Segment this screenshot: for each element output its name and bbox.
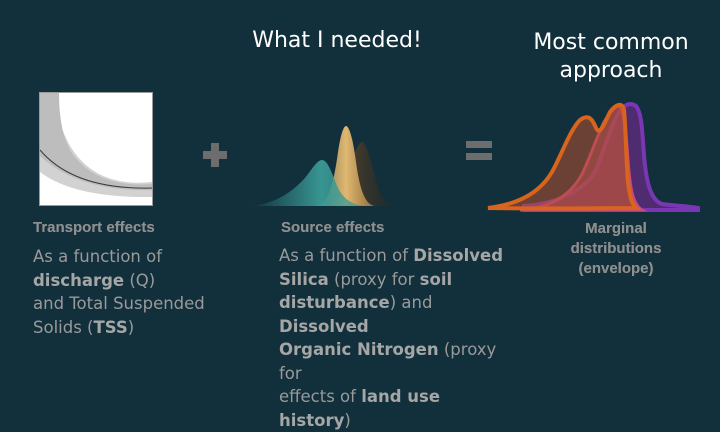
desc-text: ) and <box>389 293 433 312</box>
desc-term: disturbance <box>279 293 390 312</box>
marginal-distributions-heading: Marginal distributions (envelope) <box>553 219 679 279</box>
heading-line: (envelope) <box>578 260 654 277</box>
desc-text: As a function of <box>279 246 414 265</box>
source-effects-heading: Source effects <box>281 219 385 236</box>
desc-text: (proxy for <box>279 340 497 383</box>
plus-operator <box>203 143 227 167</box>
heading-line: distributions <box>570 240 662 257</box>
heading-line: Marginal <box>585 220 647 237</box>
desc-term-discharge: discharge <box>33 270 125 290</box>
desc-term: Dissolved <box>413 246 504 265</box>
desc-text: ) <box>127 317 135 337</box>
desc-text: As a function of <box>33 247 163 266</box>
desc-text: effects of <box>279 387 362 406</box>
desc-text: and Total Suspended <box>33 294 205 313</box>
marginal-distributions-plot <box>487 102 700 212</box>
transport-effects-description: As a function of discharge (Q) and Total… <box>33 245 233 339</box>
source-effects-description: As a function of Dissolved Silica (proxy… <box>279 244 515 432</box>
header-most-common-approach: Most common approach <box>533 30 689 83</box>
desc-text: ) <box>344 410 351 430</box>
source-effects-plot <box>250 126 396 206</box>
desc-text: (proxy for <box>328 269 420 289</box>
desc-term: Dissolved <box>279 316 369 336</box>
desc-term: Silica <box>279 269 329 289</box>
desc-text: (Q) <box>129 270 156 290</box>
header-what-i-needed: What I needed! <box>252 28 422 53</box>
desc-term: soil <box>419 269 453 289</box>
transport-effects-heading: Transport effects <box>33 219 155 236</box>
desc-term-tss: TSS <box>93 317 128 337</box>
transport-effects-plot <box>39 92 153 206</box>
orange-distribution <box>487 103 641 211</box>
desc-term: Organic Nitrogen <box>279 340 439 359</box>
desc-text: Solids ( <box>33 317 94 337</box>
equals-operator <box>466 141 492 160</box>
